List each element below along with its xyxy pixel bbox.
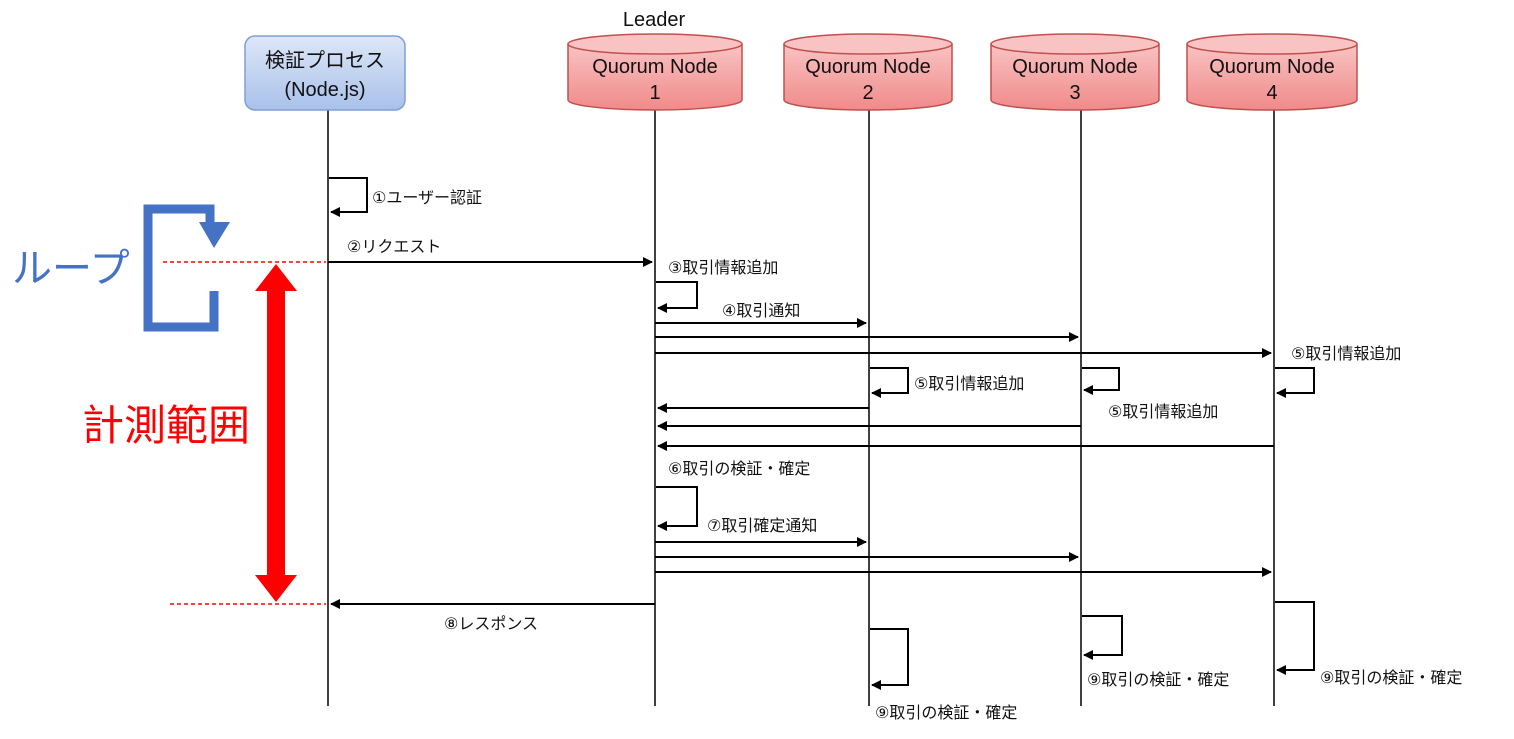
participant-verifier-name: 検証プロセス	[265, 49, 385, 72]
step-1-self-call	[329, 177, 368, 217]
leader-label: Leader	[623, 9, 686, 31]
participant-node1: Leader Quorum Node 1	[567, 9, 743, 111]
step-5-node2-label: ⑤取引情報追加	[914, 374, 1024, 393]
step-6-self-call	[656, 486, 698, 531]
participant-verifier: 検証プロセス (Node.js)	[244, 35, 406, 111]
range-double-arrow-icon	[255, 264, 297, 602]
step-5-node4-label: ⑤取引情報追加	[1291, 344, 1401, 363]
participant-node3-number: 3	[1069, 82, 1080, 104]
step-7-label: ⑦取引確定通知	[707, 516, 817, 535]
step-8-label: ⑧レスポンス	[444, 614, 538, 633]
participant-verifier-runtime: (Node.js)	[284, 79, 365, 101]
step-5-node2-self-call	[870, 367, 909, 398]
participant-node2: Quorum Node 2	[783, 33, 953, 111]
loop-label: ループ	[12, 246, 130, 292]
range-label: 計測範囲	[82, 401, 250, 450]
step-9-node3-label: ⑨取引の検証・確定	[1087, 670, 1229, 689]
participant-node3-name: Quorum Node	[1012, 56, 1138, 78]
step-4-label: ④取引通知	[722, 301, 800, 320]
step-9-node3-self-call	[1082, 615, 1123, 660]
participant-node2-name: Quorum Node	[805, 56, 931, 78]
participant-node3: Quorum Node 3	[990, 33, 1160, 111]
participant-node1-number: 1	[649, 82, 660, 104]
loop-bracket	[143, 204, 219, 332]
step-9-node2-label: ⑨取引の検証・確定	[875, 703, 1017, 722]
step-2-label: ②リクエスト	[347, 237, 441, 256]
step-9-node4-self-call	[1275, 601, 1315, 675]
step-5-node3-label: ⑤取引情報追加	[1108, 402, 1218, 421]
participant-node4-number: 4	[1266, 82, 1277, 104]
participant-node1-name: Quorum Node	[592, 56, 718, 78]
step-1-label: ①ユーザー認証	[372, 188, 482, 207]
step-6-label: ⑥取引の検証・確定	[668, 459, 810, 478]
step-3-self-call	[656, 281, 698, 313]
step-5-node3-self-call	[1082, 367, 1120, 395]
step-9-node4-label: ⑨取引の検証・確定	[1320, 668, 1462, 687]
participant-node4: Quorum Node 4	[1186, 33, 1358, 111]
loop-arrowhead-icon	[199, 222, 230, 248]
step-9-node2-self-call	[870, 628, 909, 690]
step-3-label: ③取引情報追加	[668, 258, 778, 277]
step-5-node4-self-call	[1275, 367, 1315, 398]
participant-node2-number: 2	[862, 82, 873, 104]
participant-node4-name: Quorum Node	[1209, 56, 1335, 78]
